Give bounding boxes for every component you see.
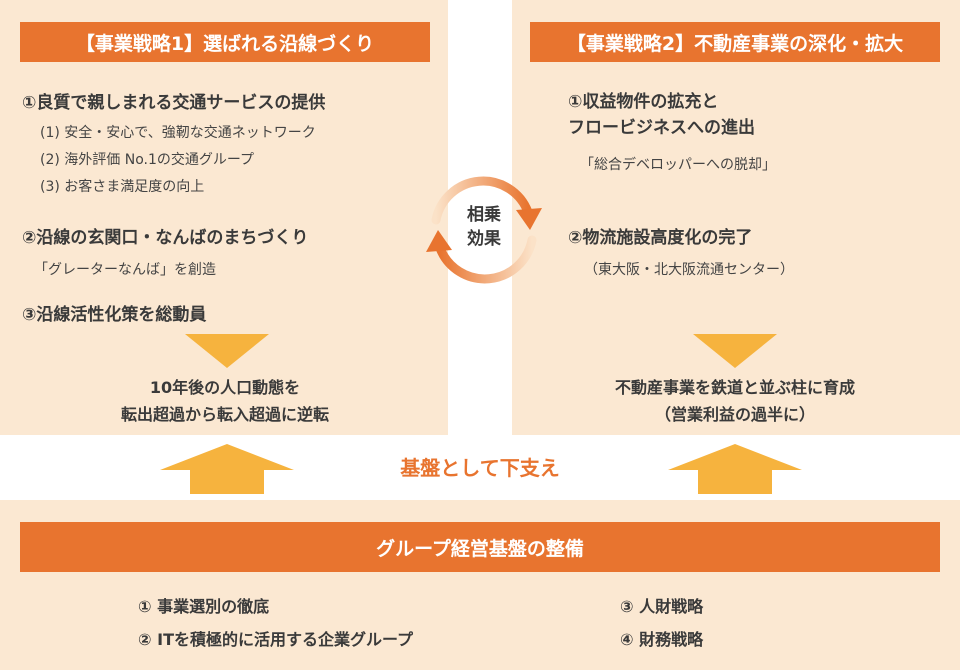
- synergy-line-1: 相乗: [467, 205, 501, 225]
- synergy-line-2: 効果: [467, 229, 501, 249]
- right-item-1-sub: 「総合デベロッパーへの脱却」: [580, 157, 776, 173]
- left-up-arrow: [160, 444, 294, 494]
- left-item-3: ③沿線活性化策を総動員: [22, 305, 207, 325]
- left-item-1-sub-3: (3) お客さま満足度の向上: [40, 179, 205, 195]
- foundation-title: グループ経営基盤の整備: [20, 522, 940, 572]
- foundation-item-3: ③ 人財戦略: [620, 597, 704, 616]
- right-item-2-sub: （東大阪・北大阪流通センター）: [584, 262, 794, 278]
- right-item-1-line-2: フロービジネスへの進出: [568, 118, 755, 138]
- right-item-1-line-1: ①収益物件の拡充と: [568, 92, 719, 112]
- foundation-item-1: ① 事業選別の徹底: [138, 597, 270, 616]
- right-result-line-1: 不動産事業を鉄道と並ぶ柱に育成: [614, 378, 855, 397]
- right-item-1: ①収益物件の拡充と フロービジネスへの進出: [568, 89, 755, 141]
- left-down-arrow: [185, 334, 269, 368]
- right-down-arrow: [693, 334, 777, 368]
- left-strategy-title: 【事業戦略1】選ばれる沿線づくり: [20, 22, 430, 62]
- left-item-1-sub-1: (1) 安全・安心で、強靭な交通ネットワーク: [40, 125, 316, 141]
- left-result-line-2: 転出超過から転入超過に逆転: [120, 405, 329, 424]
- right-panel: [512, 0, 960, 435]
- left-item-2-sub: 「グレーターなんば」を創造: [34, 262, 216, 278]
- left-item-1: ①良質で親しまれる交通サービスの提供: [22, 93, 326, 113]
- foundation-item-4: ④ 財務戦略: [620, 630, 704, 649]
- left-result-line-1: 10年後の人口動態を: [149, 378, 301, 397]
- right-result-line-2: （営業利益の過半に）: [654, 405, 815, 424]
- right-item-2: ②物流施設高度化の完了: [568, 228, 753, 248]
- right-strategy-title: 【事業戦略2】不動産事業の深化・拡大: [530, 22, 940, 62]
- foundation-item-2: ② ITを積極的に活用する企業グループ: [138, 630, 414, 649]
- left-panel: [0, 0, 448, 435]
- right-result: 不動産事業を鉄道と並ぶ柱に育成 （営業利益の過半に）: [560, 374, 910, 428]
- support-label: 基盤として下支え: [400, 456, 560, 480]
- left-item-1-sub-2: (2) 海外評価 No.1の交通グループ: [40, 152, 255, 168]
- synergy-cycle-icon: [426, 176, 542, 284]
- synergy-label: 相乗 効果: [440, 203, 528, 251]
- left-result: 10年後の人口動態を 転出超過から転入超過に逆転: [60, 374, 390, 428]
- right-up-arrow: [668, 444, 802, 494]
- left-item-2: ②沿線の玄関口・なんばのまちづくり: [22, 228, 309, 248]
